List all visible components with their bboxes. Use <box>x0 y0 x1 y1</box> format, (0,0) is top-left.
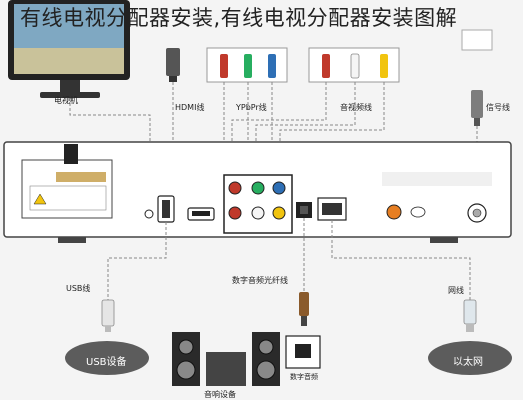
label-digital-audio: 数字音频 <box>290 373 318 381</box>
av-plugs-icon <box>308 47 400 83</box>
label-ethernet: 以太网 <box>453 357 483 368</box>
ethernet-ellipse <box>428 341 512 375</box>
label-tv: 电视机 <box>54 96 78 105</box>
label-usb-line: USB线 <box>66 284 91 293</box>
usb-device-ellipse <box>65 341 149 375</box>
tv-icon <box>8 0 130 98</box>
digital-audio-icon <box>285 335 321 369</box>
label-usb-device: USB设备 <box>86 357 127 368</box>
label-audio-video: 音视频线 <box>340 103 372 112</box>
label-hdmi: HDMI线 <box>175 103 205 112</box>
ethernet-plug-icon <box>463 299 477 332</box>
usb-stick-icon <box>101 299 115 332</box>
ypbpr-plugs-icon <box>206 47 288 83</box>
optical-plug-icon <box>299 292 309 326</box>
hdmi-plug-icon <box>166 48 180 82</box>
label-optical-line: 数字音频光纤线 <box>232 276 288 285</box>
connection-lines-bottom <box>107 218 471 300</box>
set-top-box-panel <box>3 141 512 243</box>
label-speaker: 音响设备 <box>204 390 236 399</box>
speaker-icon <box>172 332 280 386</box>
page-title: 有线电视分配器安装,有线电视分配器安装图解 <box>20 6 458 30</box>
coax-plug-icon <box>461 29 493 126</box>
label-signal: 信号线 <box>486 103 510 112</box>
label-ethernet-line: 网线 <box>448 286 464 295</box>
label-ypbpr: YPbPr线 <box>236 103 267 112</box>
